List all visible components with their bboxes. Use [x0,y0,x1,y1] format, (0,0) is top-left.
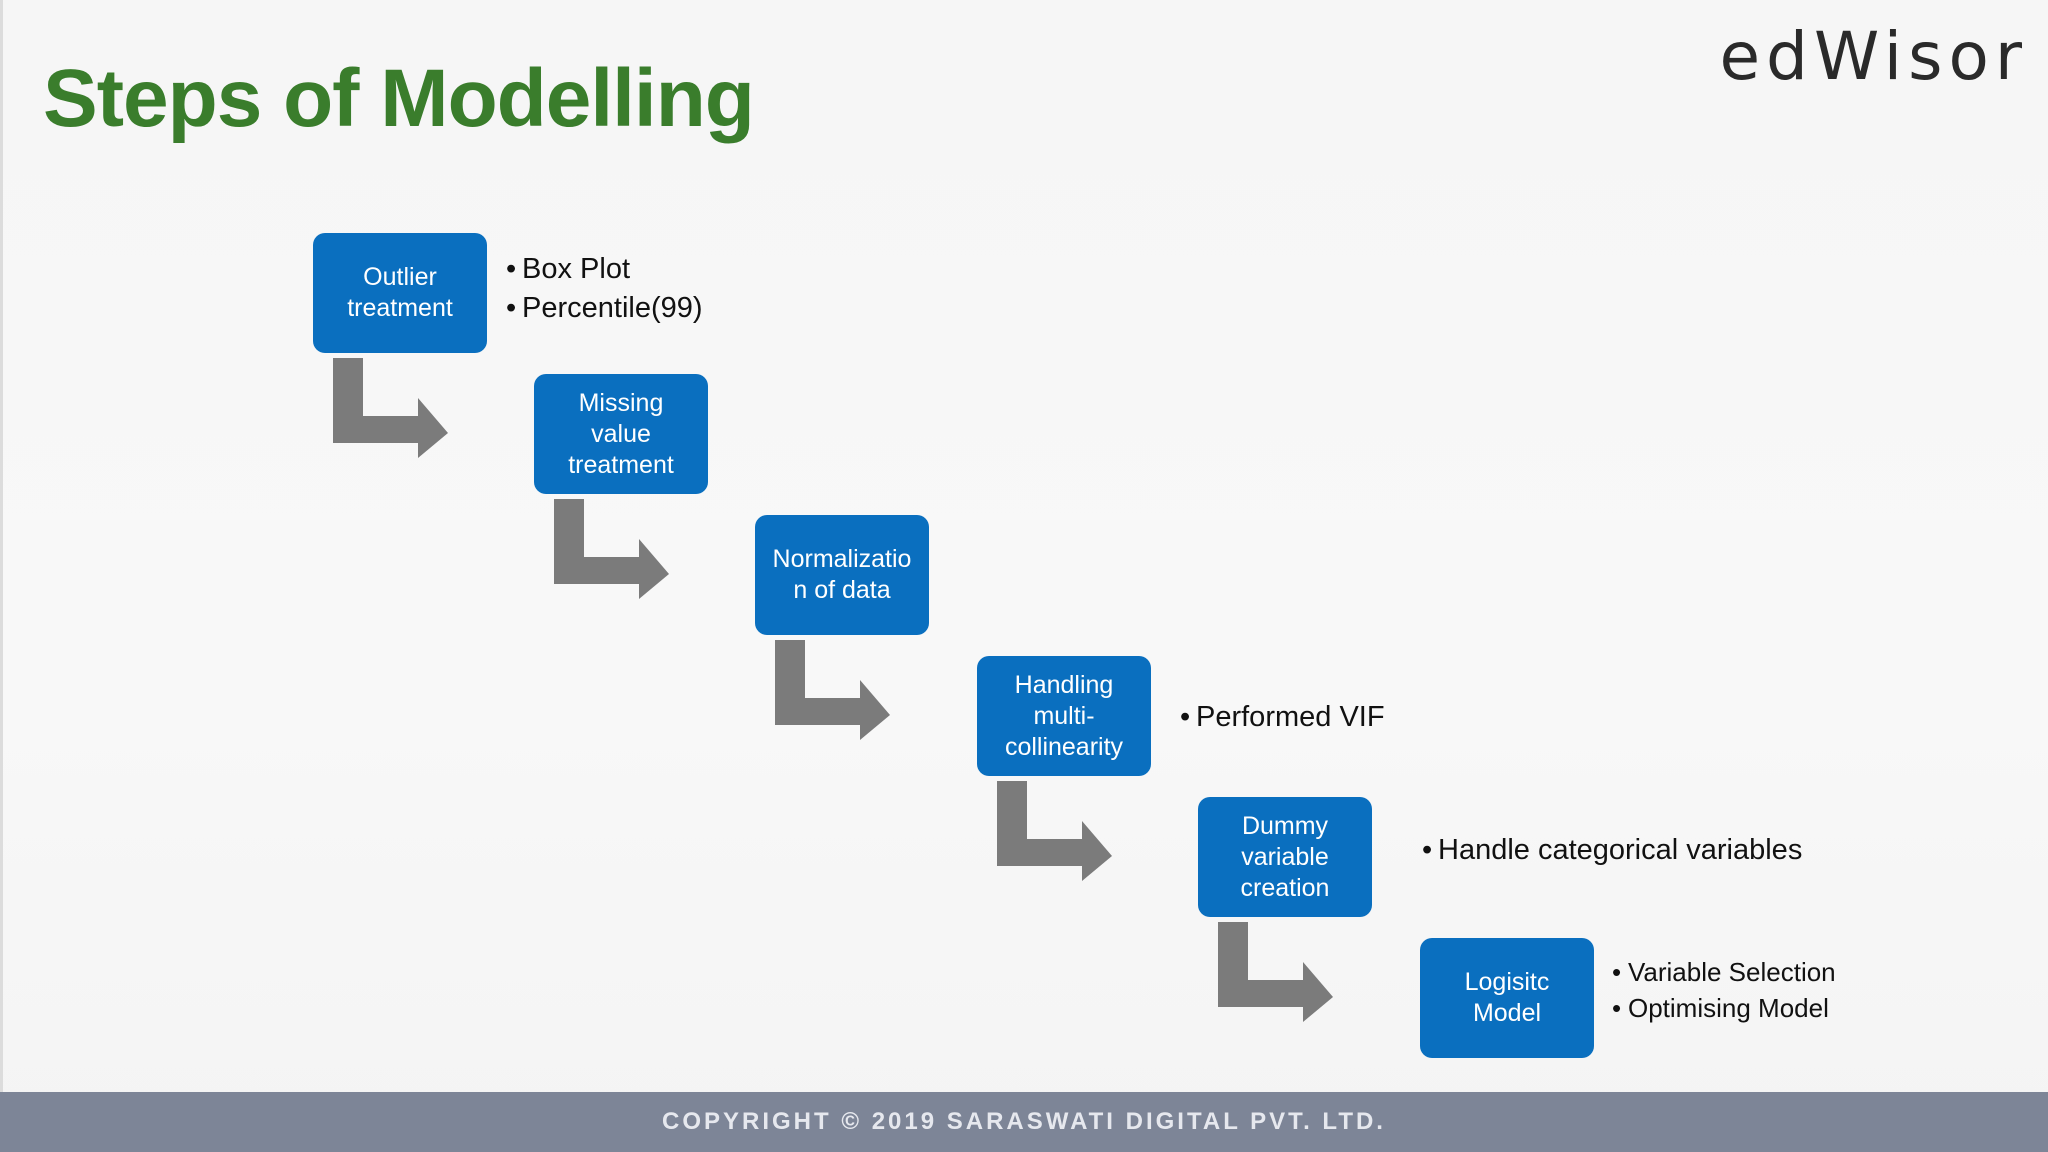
bullet-item: Percentile(99) [506,289,703,328]
bullet-item: Optimising Model [1612,990,1836,1026]
slide-edge [0,0,3,1092]
step-label: Handling multi- collinearity [1004,670,1124,761]
bullet-item: Box Plot [506,250,703,289]
step-6-bullets: Variable Selection Optimising Model [1612,954,1836,1026]
edwisor-logo: edWisor [1719,18,2028,95]
copyright-text: COPYRIGHT © 2019 SARASWATI DIGITAL PVT. … [662,1108,1386,1135]
step-normalization[interactable]: Normalizatio n of data [755,515,929,635]
step-label: Missing value treatment [568,388,674,479]
bullet-item: Performed VIF [1180,698,1385,737]
step-4-bullets: Performed VIF [1180,698,1385,737]
step-1-bullets: Box Plot Percentile(99) [506,250,703,328]
page-title: Steps of Modelling [43,53,755,144]
flow-arrow-icon [554,499,669,599]
step-logistic-model[interactable]: Logisitc Model [1420,938,1594,1058]
step-label: Dummy variable creation [1240,811,1330,902]
step-label: Outlier treatment [347,263,453,322]
bullet-item: Handle categorical variables [1422,831,1802,870]
flow-arrow-icon [775,640,890,740]
bullet-item: Variable Selection [1612,954,1836,990]
step-multicollinearity[interactable]: Handling multi- collinearity [977,656,1151,776]
step-5-bullets: Handle categorical variables [1422,831,1802,870]
flow-arrow-icon [997,781,1112,881]
step-label: Logisitc Model [1464,968,1550,1027]
footer-bar: COPYRIGHT © 2019 SARASWATI DIGITAL PVT. … [0,1092,2048,1152]
flow-arrow-icon [1218,922,1333,1022]
step-dummy-variable-creation[interactable]: Dummy variable creation [1198,797,1372,917]
step-outlier-treatment[interactable]: Outlier treatment [313,233,487,353]
step-label: Normalizatio n of data [772,545,912,604]
step-missing-value-treatment[interactable]: Missing value treatment [534,374,708,494]
flow-arrow-icon [333,358,448,458]
